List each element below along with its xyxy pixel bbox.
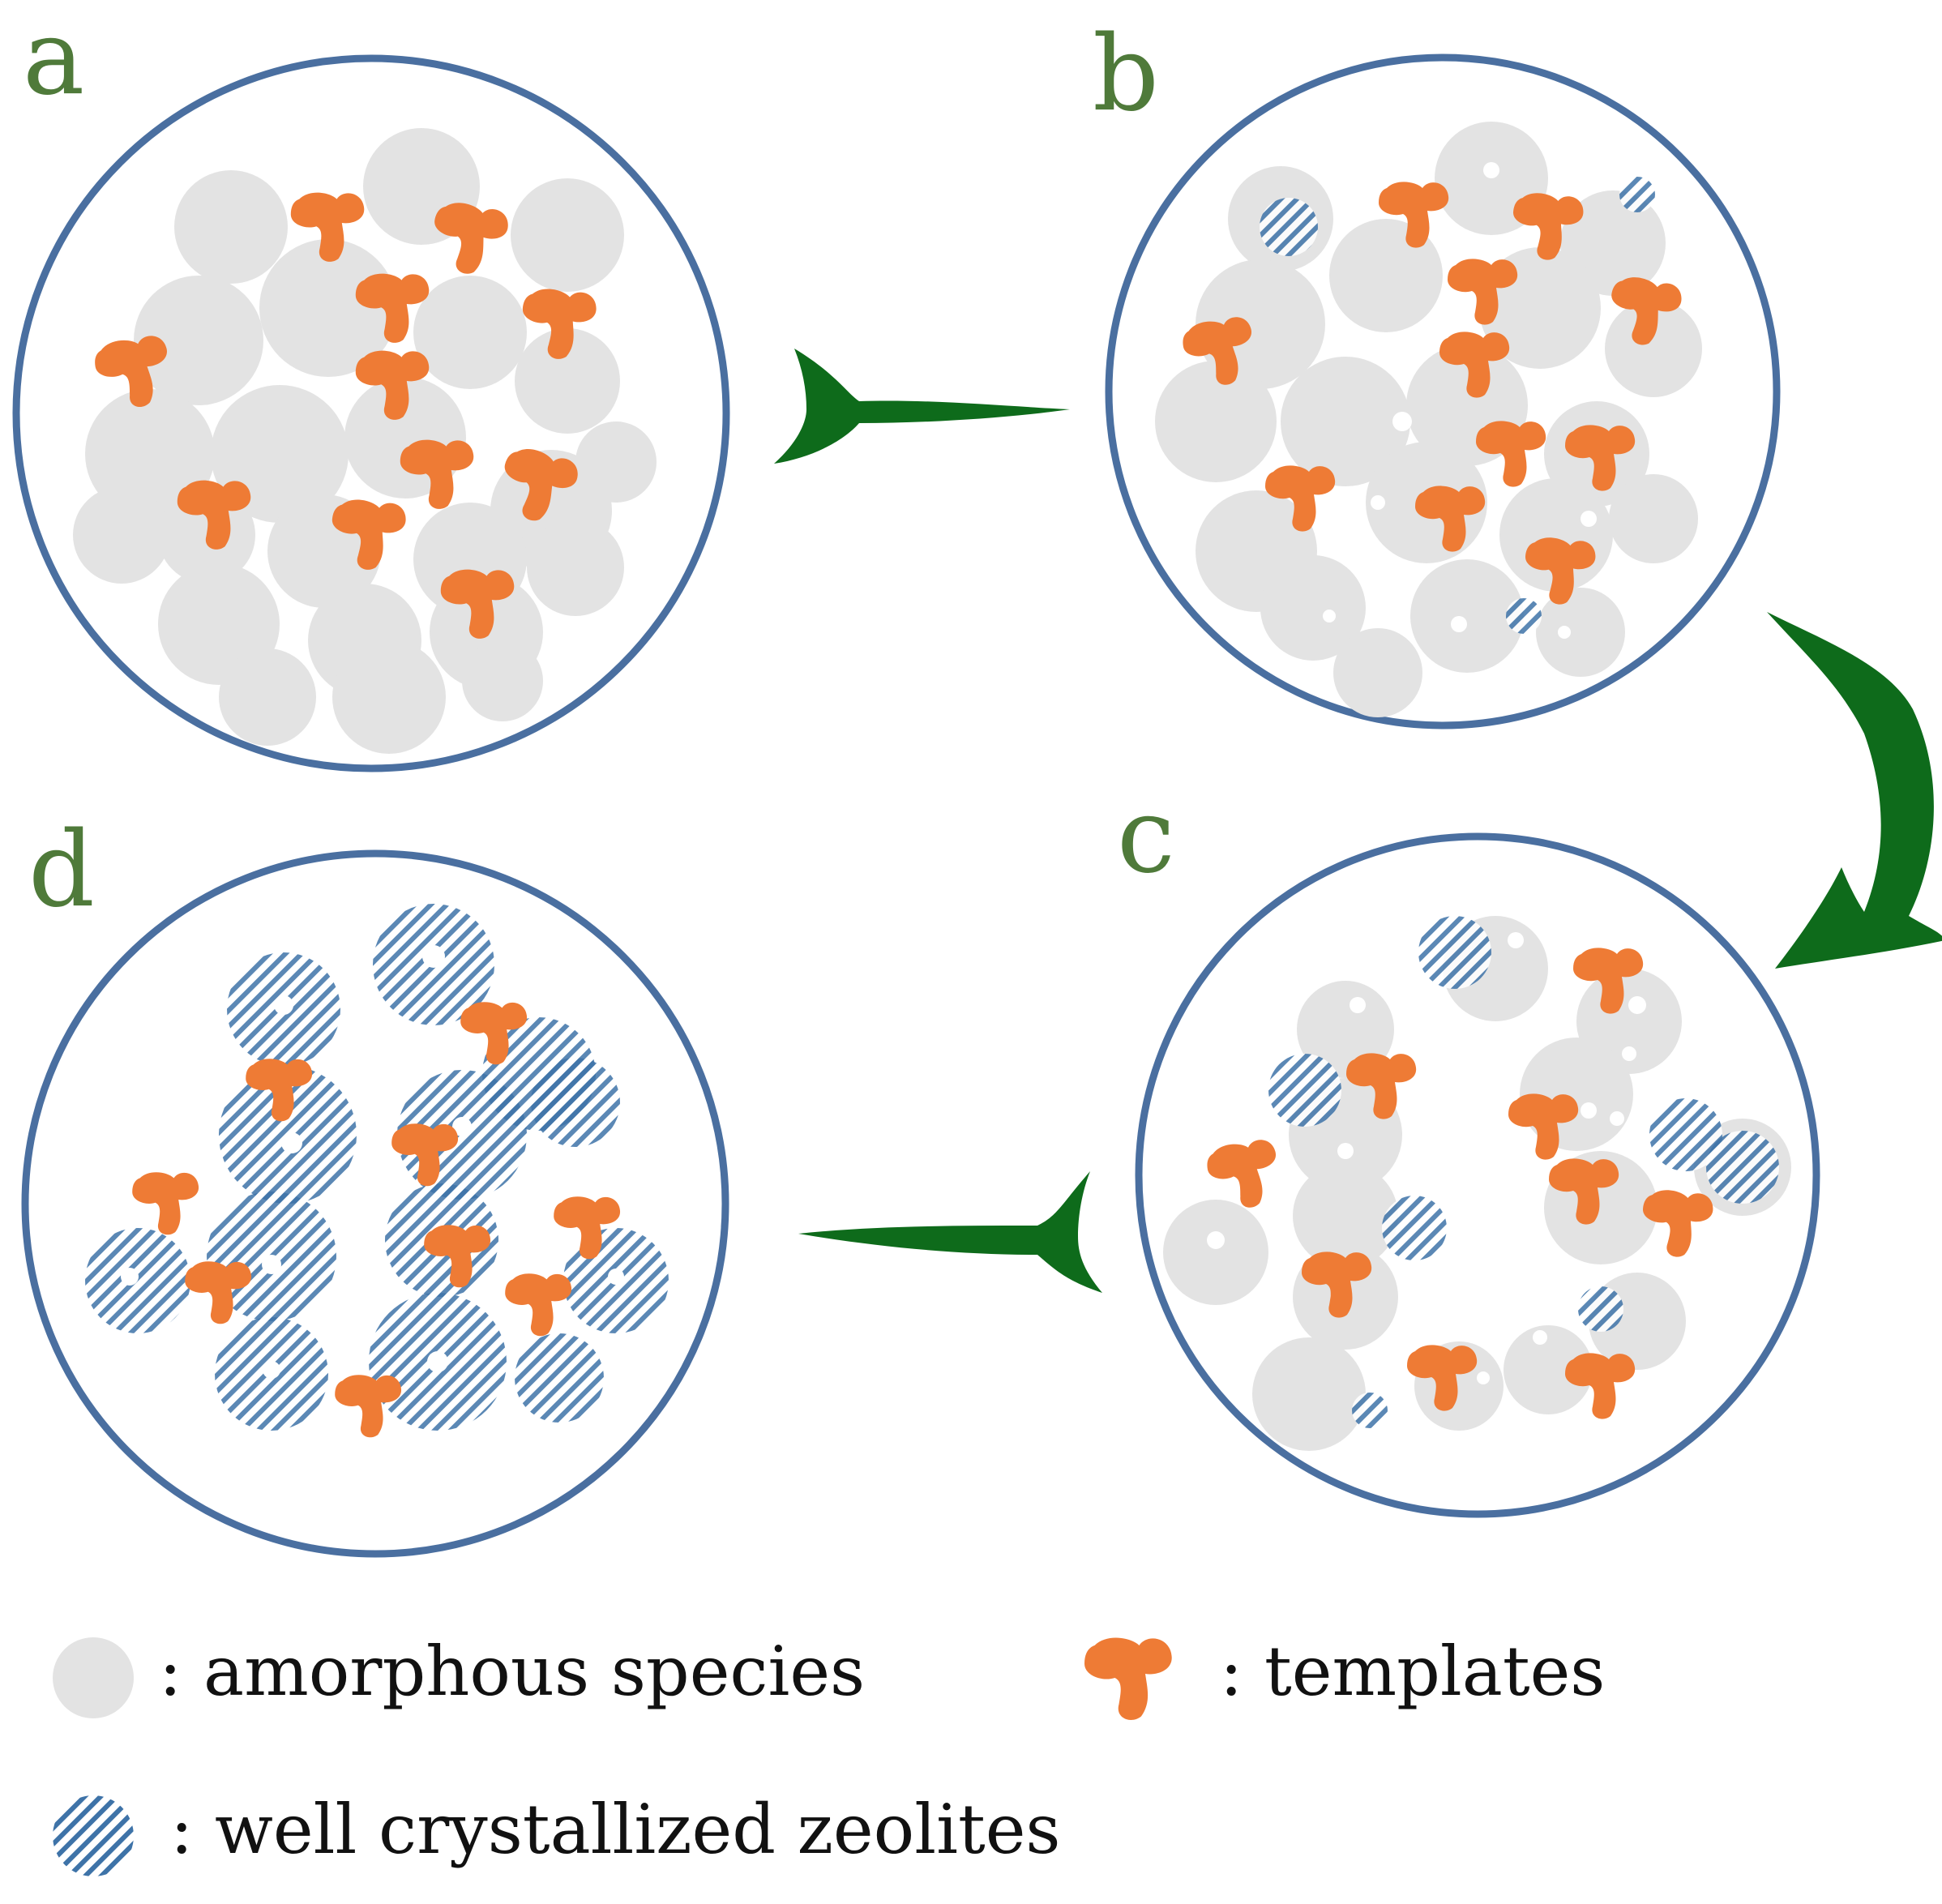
zeolite-particle [1382, 1196, 1447, 1260]
amorphous-particle [1333, 628, 1422, 717]
zeolite-particle [1619, 177, 1655, 212]
amorphous-particle [1504, 1325, 1593, 1414]
zeolite-particle [531, 1058, 620, 1147]
arrow-a-to-b [774, 349, 1070, 464]
pore-hole [1323, 610, 1336, 623]
legend-zeolite-swatch [53, 1795, 134, 1876]
panel-a-circle [12, 54, 730, 772]
pore-hole [281, 1132, 302, 1153]
zeolite-particle [1352, 1393, 1388, 1428]
amorphous-particle [1163, 1200, 1268, 1305]
pore-hole [1508, 932, 1524, 948]
panel-b-circle [1105, 53, 1781, 730]
amorphous-particle [1605, 300, 1702, 397]
pore-hole [262, 1255, 281, 1274]
pore-hole [1371, 495, 1385, 510]
amorphous-particle [174, 170, 288, 284]
pore-hole [1532, 389, 1548, 405]
pore-hole [1477, 1371, 1490, 1384]
amorphous-particle [259, 239, 397, 377]
arrow-c-to-d [798, 1171, 1102, 1293]
arrow-b-to-c [1767, 612, 1942, 969]
legend-template-swatch [1084, 1637, 1172, 1720]
legend-templates-label: : templates [1220, 1632, 1606, 1711]
pore-hole [1581, 1102, 1597, 1119]
amorphous-particle [413, 276, 527, 389]
pore-hole [121, 1268, 139, 1286]
pore-hole [427, 1351, 448, 1372]
pore-hole [1483, 162, 1499, 178]
panel-c-contents [1163, 916, 1791, 1451]
zeolite-particle [1649, 1098, 1722, 1171]
zeolite-particle [1260, 198, 1318, 256]
amorphous-particle [134, 276, 263, 405]
amorphous-particle [1155, 361, 1277, 482]
zeolite-particle [85, 1228, 190, 1333]
panel-label-b: b [1093, 14, 1159, 135]
panel-label-a: a [23, 0, 85, 118]
amorphous-particle [575, 421, 657, 503]
legend-amorphous-swatch [53, 1637, 134, 1718]
panel-b-contents [1155, 122, 1702, 717]
pore-hole [452, 1117, 472, 1136]
amorphous-particle [1410, 559, 1524, 673]
amorphous-particle [85, 389, 215, 519]
panel-d-contents [85, 904, 669, 1438]
amorphous-particle [527, 519, 624, 616]
pore-hole [274, 995, 293, 1015]
pore-hole [1337, 1143, 1354, 1159]
legend-amorphous-label: : amorphous species [159, 1632, 866, 1711]
zeolite-particle [1706, 1131, 1779, 1204]
amorphous-particle [462, 640, 543, 721]
zeolite-particle [1268, 1054, 1341, 1127]
pore-hole [1207, 1231, 1225, 1249]
amorphous-particle [511, 178, 624, 292]
pore-hole [1451, 616, 1467, 632]
zeolite-particle [1578, 1286, 1623, 1332]
pore-hole [1622, 1046, 1636, 1061]
amorphous-particle [1252, 1337, 1366, 1451]
amorphous-particle [515, 328, 620, 434]
panel-label-c: c [1117, 776, 1175, 896]
pore-hole [1581, 511, 1597, 527]
pore-hole [422, 945, 445, 968]
amorphous-particle [1260, 555, 1366, 661]
pore-hole [1558, 626, 1571, 639]
amorphous-particle [1609, 474, 1698, 563]
pore-hole [1392, 412, 1412, 431]
zeolite-particle [515, 1333, 604, 1423]
amorphous-particle [73, 486, 170, 584]
zeolite-particle [1418, 916, 1491, 989]
pore-hole [1533, 1330, 1547, 1345]
panel-d-circle [21, 849, 729, 1558]
pore-hole [263, 1361, 280, 1379]
pore-hole [1610, 1111, 1624, 1126]
panel-c-circle [1135, 832, 1820, 1518]
panel-label-d: d [28, 810, 95, 931]
amorphous-particle [1281, 357, 1410, 486]
pore-hole [1628, 996, 1646, 1014]
pore-hole [1476, 236, 1491, 250]
amorphous-particle [219, 648, 316, 746]
amorphous-particle [1293, 1163, 1398, 1269]
amorphous-particle [332, 640, 446, 754]
legend-zeolites-label: : well crystallized zeolites [170, 1790, 1061, 1869]
pore-hole [608, 1269, 624, 1285]
panel-a-contents [73, 128, 657, 754]
amorphous-particle [1536, 588, 1625, 677]
pore-hole [1350, 997, 1366, 1013]
zeolite-particle [1506, 598, 1542, 634]
